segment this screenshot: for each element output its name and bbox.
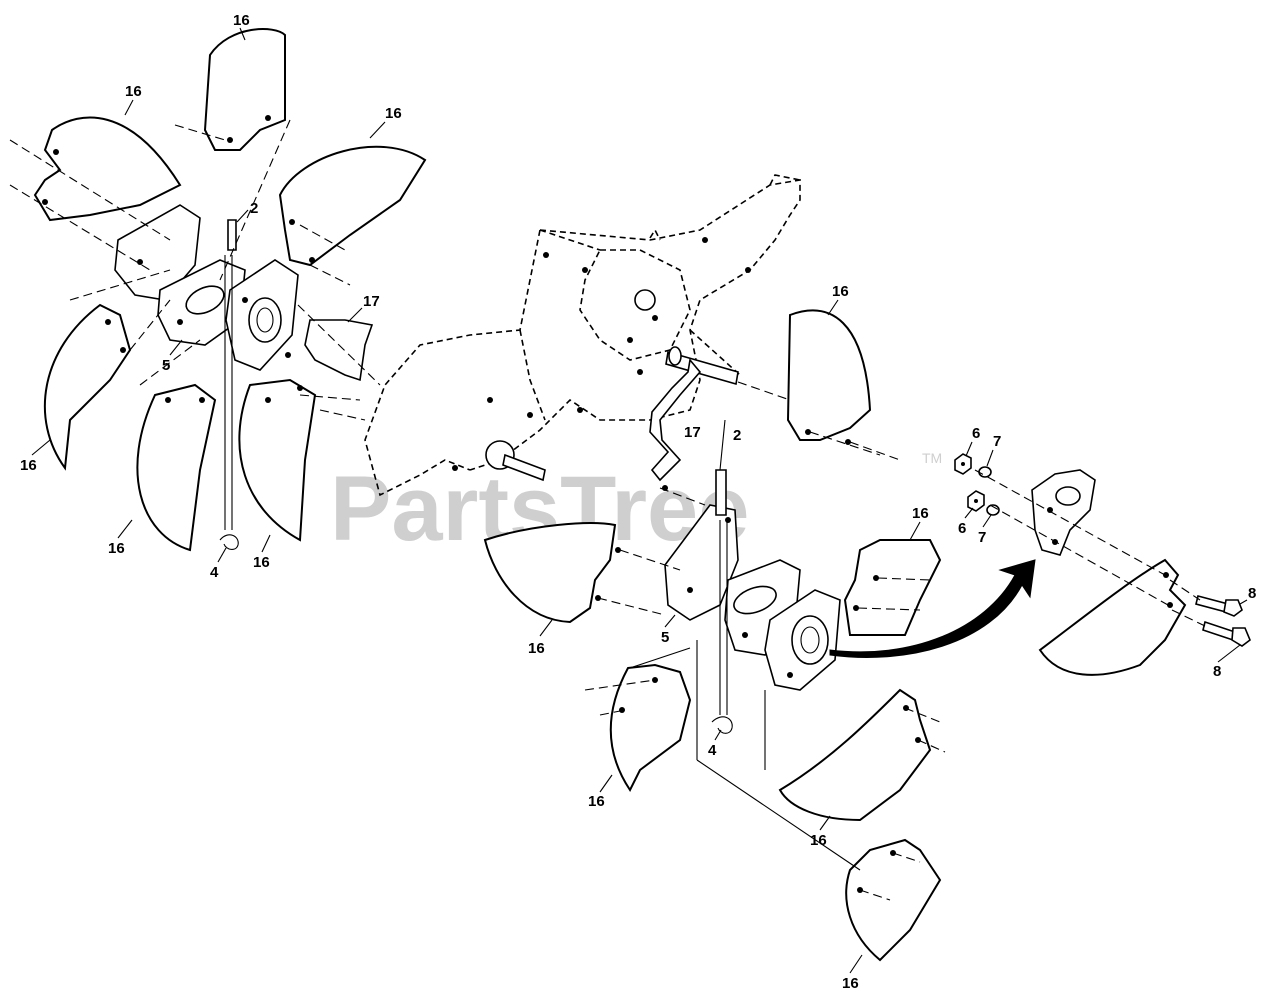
shield-right	[649, 358, 702, 482]
callout-16: 16	[810, 832, 827, 849]
tine-blade	[136, 383, 217, 552]
tine-blade	[845, 838, 942, 962]
callout-4: 4	[210, 564, 219, 581]
tine-blade	[786, 309, 872, 441]
left-tine-assembly	[9, 28, 427, 552]
clevis-pin	[715, 469, 727, 516]
lock-nut	[954, 453, 972, 475]
callout-4: 4	[708, 742, 717, 759]
callout-16: 16	[528, 640, 545, 657]
hair-pin	[219, 534, 239, 550]
leader-lines	[31, 27, 1248, 974]
tine-blade	[483, 522, 617, 624]
tine-blade	[203, 28, 286, 151]
hex-bolt	[1195, 595, 1243, 617]
callout-7: 7	[978, 529, 986, 546]
callout-labels: 16 16 16 16 16 16 2 17 5 4 16 17 2 16 16…	[20, 12, 1256, 992]
callout-16: 16	[233, 12, 250, 29]
callout-16: 16	[832, 283, 849, 300]
hub-tube	[185, 285, 225, 315]
callout-16: 16	[20, 457, 37, 474]
tine-shaft	[502, 346, 739, 482]
hair-pin	[711, 716, 733, 734]
callout-5: 5	[661, 629, 669, 646]
lock-washer	[986, 504, 1000, 516]
callout-16: 16	[912, 505, 929, 522]
tine-blade	[33, 116, 182, 222]
callout-6: 6	[958, 520, 966, 537]
direction-arrow	[829, 559, 1036, 658]
tine-blade	[278, 145, 427, 267]
trademark-mark: TM	[922, 450, 942, 466]
callout-5: 5	[162, 357, 170, 374]
callout-7: 7	[993, 433, 1001, 450]
hex-bolt	[1202, 620, 1251, 647]
callout-16: 16	[108, 540, 125, 557]
callout-2: 2	[733, 427, 741, 444]
lock-washer	[978, 466, 992, 478]
callout-16: 16	[842, 975, 859, 992]
tine-blade	[1038, 558, 1187, 676]
callout-16: 16	[385, 105, 402, 122]
clevis-pin	[227, 219, 237, 251]
tine-blade	[843, 539, 942, 636]
tine-blade	[43, 303, 132, 471]
callout-8: 8	[1213, 663, 1221, 680]
callout-6: 6	[972, 425, 980, 442]
mounting-bracket	[1031, 469, 1096, 556]
callout-17: 17	[363, 293, 380, 310]
callout-16: 16	[125, 83, 142, 100]
callout-16: 16	[588, 793, 605, 810]
transmission-housing	[364, 174, 801, 497]
tine-blade	[778, 688, 932, 822]
shield-left	[304, 319, 374, 382]
tine-blade	[609, 663, 692, 792]
callout-2: 2	[250, 200, 258, 217]
callout-16: 16	[253, 554, 270, 571]
lock-nut	[967, 490, 985, 512]
callout-8: 8	[1248, 585, 1256, 602]
callout-17: 17	[684, 424, 701, 441]
right-tine-assembly	[483, 309, 1251, 962]
tine-blade	[238, 378, 317, 542]
hub-tube	[733, 585, 777, 615]
